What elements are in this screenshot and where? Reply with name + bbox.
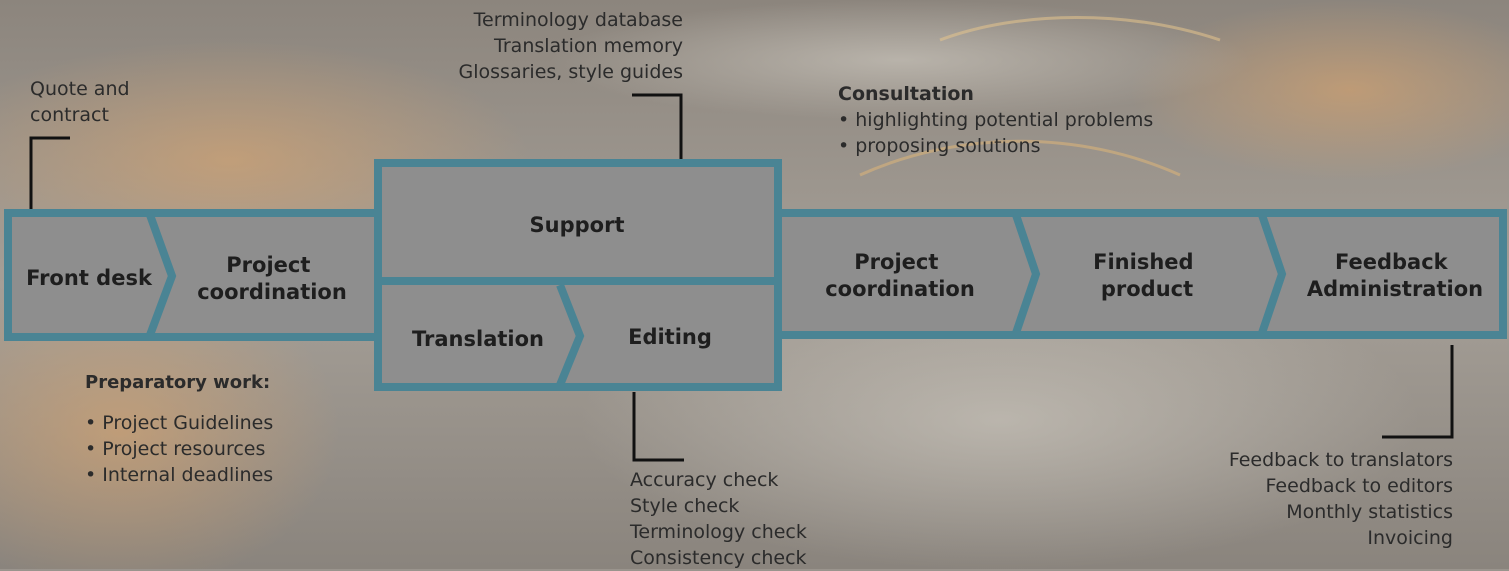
feedback-administration-label: Feedback Administration	[1307, 250, 1483, 301]
project-coordination-1-line2: coordination	[197, 280, 347, 304]
left-band	[4, 209, 384, 341]
front-desk-label: Front desk	[26, 266, 153, 290]
chevron-divider-1	[146, 213, 177, 337]
chevron-divider-4	[1258, 213, 1287, 335]
resource-line-3: Glossaries, style guides	[458, 61, 683, 83]
feedback-connector-line	[1382, 345, 1454, 439]
preparatory-item-3: • Internal deadlines	[85, 464, 274, 486]
resources-note: Terminology database Translation memory …	[459, 7, 683, 85]
consultation-note: Consultation • highlighting potential pr…	[838, 81, 1153, 159]
support-label: Support	[530, 213, 625, 237]
preparatory-item-1: • Project Guidelines	[85, 412, 274, 434]
middle-block	[374, 159, 782, 391]
consultation-item-2: • proposing solutions	[838, 135, 1041, 157]
resource-line-1: Terminology database	[473, 9, 683, 31]
preparatory-title: Preparatory work:	[85, 372, 271, 393]
editing-label: Editing	[628, 325, 712, 349]
checks-note: Accuracy check Style check Terminology c…	[630, 467, 807, 571]
preparatory-note: Preparatory work: • Project Guidelines •…	[85, 370, 273, 488]
chevron-divider-3	[1012, 213, 1041, 335]
resources-connector-line	[632, 93, 683, 160]
feedback-line-4: Invoicing	[1367, 527, 1453, 549]
preparatory-item-2: • Project resources	[85, 438, 266, 460]
feedback-line-3: Monthly statistics	[1286, 501, 1453, 523]
project-coordination-1-line1: Project	[226, 253, 310, 277]
check-line-2: Style check	[630, 495, 740, 517]
project-coordination-2-label: Project coordination	[825, 250, 975, 301]
feedback-note: Feedback to translators Feedback to edit…	[1229, 447, 1453, 551]
translation-label: Translation	[412, 327, 544, 351]
right-band	[772, 209, 1507, 339]
checks-connector-line	[632, 392, 684, 462]
chevron-divider-2	[556, 283, 585, 387]
project-coordination-1-label: Project coordination	[197, 253, 347, 304]
consultation-title: Consultation	[838, 83, 974, 105]
quote-line-1: Quote and	[30, 78, 130, 100]
feedback-administration-line2: Administration	[1307, 277, 1483, 301]
check-line-1: Accuracy check	[630, 469, 779, 491]
finished-product-line2: product	[1101, 277, 1193, 301]
project-coordination-2-line1: Project	[854, 250, 938, 274]
quote-line-2: contract	[30, 104, 109, 126]
consultation-item-1: • highlighting potential problems	[838, 109, 1154, 131]
check-line-4: Consistency check	[630, 547, 807, 569]
quote-connector-line	[29, 136, 70, 210]
feedback-line-2: Feedback to editors	[1265, 475, 1453, 497]
finished-product-label: Finished product	[1093, 250, 1201, 301]
feedback-administration-line1: Feedback	[1335, 250, 1449, 274]
resource-line-2: Translation memory	[494, 35, 683, 57]
feedback-line-1: Feedback to translators	[1228, 449, 1453, 471]
finished-product-line1: Finished	[1093, 250, 1193, 274]
project-coordination-2-line2: coordination	[825, 277, 975, 301]
quote-contract-note: Quote and contract	[30, 76, 130, 128]
check-line-3: Terminology check	[630, 521, 807, 543]
